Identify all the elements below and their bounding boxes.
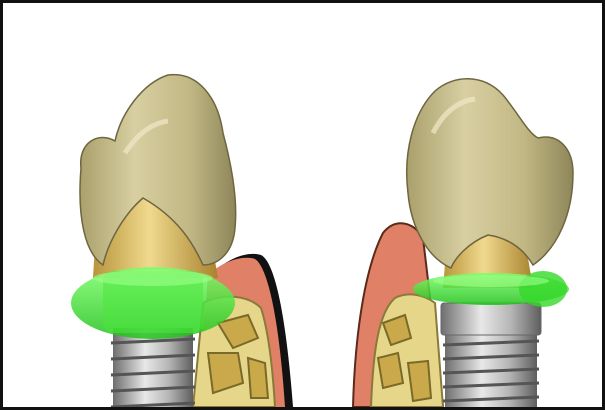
right-implant-screw: [443, 333, 539, 407]
right-implant-collar: [441, 303, 541, 335]
right-gingival-cuff: [413, 271, 569, 307]
left-implant: [71, 75, 293, 407]
dental-implants-illustration: [3, 3, 602, 407]
left-implant-screw: [111, 328, 195, 407]
left-gingival-cuff: [71, 267, 235, 339]
right-implant: [353, 79, 573, 407]
